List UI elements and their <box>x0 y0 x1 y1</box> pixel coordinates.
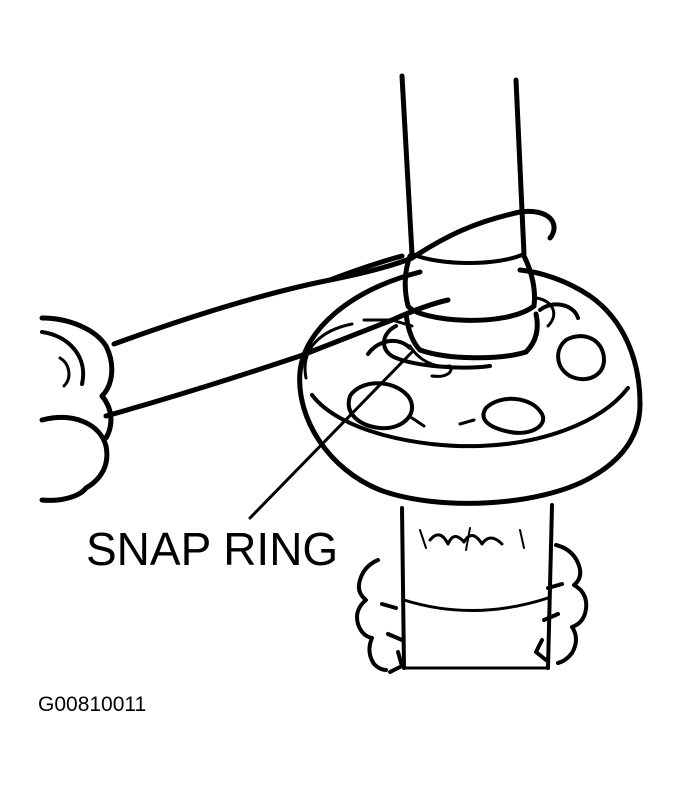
snap-ring-pliers <box>103 208 557 419</box>
pinion-shaft <box>400 503 554 670</box>
shaft-collar <box>382 253 556 378</box>
bearing-outer-race <box>297 267 643 506</box>
bearing-rollers <box>346 302 606 435</box>
figure-id: G00810011 <box>38 693 147 716</box>
gear-teeth <box>355 543 589 674</box>
snap-ring-callout-label: SNAP RING <box>86 523 339 575</box>
hand <box>39 315 115 503</box>
callout-leader-line <box>248 350 414 520</box>
shaft <box>399 73 527 265</box>
